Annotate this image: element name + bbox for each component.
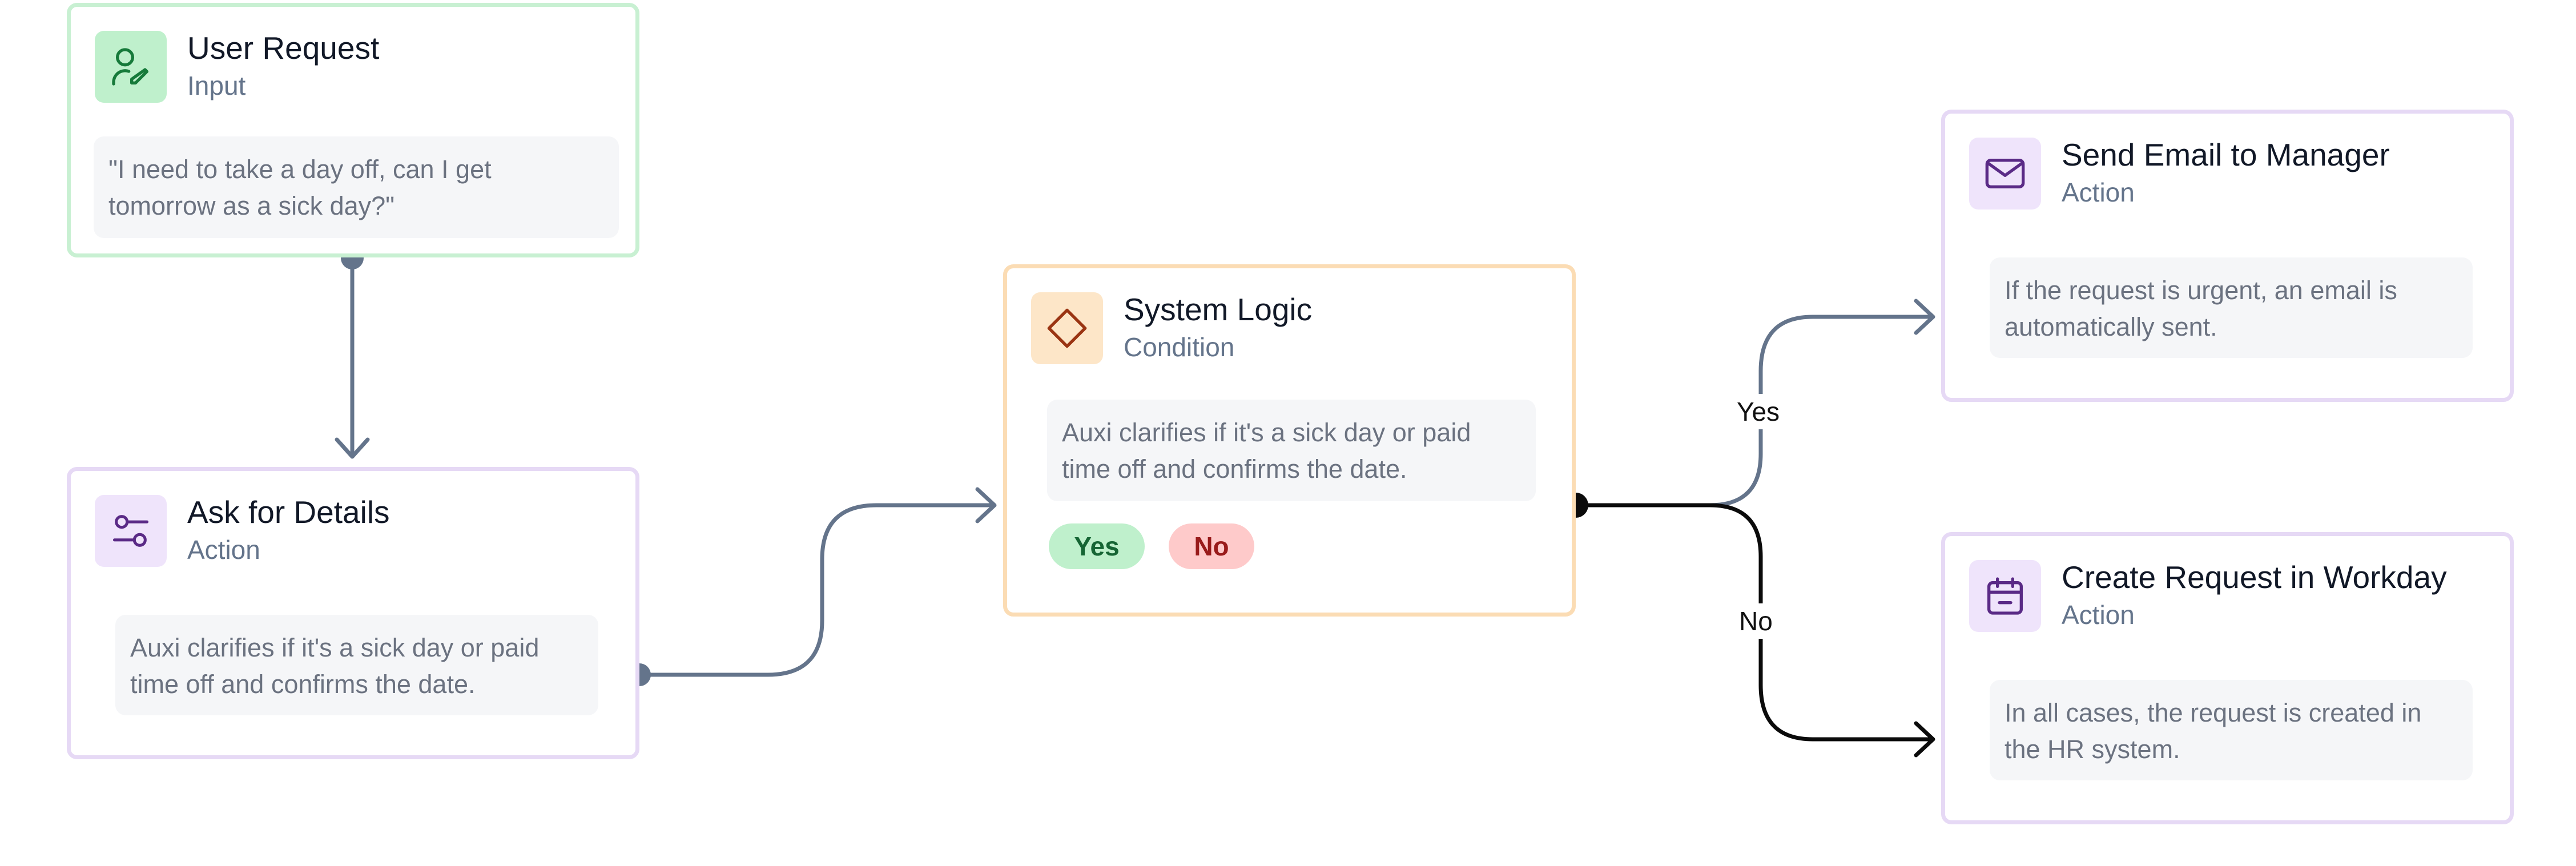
user-edit-icon — [95, 31, 167, 103]
node-description: Auxi clarifies if it's a sick day or pai… — [1047, 400, 1536, 501]
node-type: Input — [187, 71, 246, 100]
edge-label-no: No — [1733, 603, 1778, 639]
node-title: Ask for Details — [187, 494, 390, 530]
node-user-request[interactable]: User Request Input "I need to take a day… — [67, 3, 639, 257]
node-description: If the request is urgent, an email is au… — [1990, 257, 2473, 358]
node-type: Action — [2062, 600, 2135, 630]
arrowhead-logic-to-workday — [1914, 721, 1935, 758]
node-ask-for-details[interactable]: Ask for Details Action Auxi clarifies if… — [67, 467, 639, 759]
node-type: Action — [2062, 178, 2135, 207]
sliders-icon — [95, 495, 167, 567]
node-create-request[interactable]: Create Request in Workday Action In all … — [1941, 532, 2514, 824]
node-type: Action — [187, 535, 260, 565]
node-title: User Request — [187, 30, 380, 66]
edge-logic-to-email — [1709, 315, 1932, 507]
edge-label-yes: Yes — [1731, 394, 1786, 429]
mail-icon — [1969, 138, 2041, 210]
arrowhead-details-to-logic — [975, 487, 997, 523]
node-type: Condition — [1124, 332, 1235, 362]
calendar-icon — [1969, 560, 2041, 632]
node-description: "I need to take a day off, can I get tom… — [94, 136, 619, 238]
diamond-icon — [1031, 292, 1103, 364]
node-title: Create Request in Workday — [2062, 559, 2447, 595]
edge-details-to-logic — [639, 503, 993, 677]
no-badge: No — [1169, 523, 1254, 569]
arrowhead-request-to-details — [335, 437, 370, 459]
node-title: Send Email to Manager — [2062, 137, 2390, 172]
yes-badge: Yes — [1049, 523, 1145, 569]
node-send-email[interactable]: Send Email to Manager Action If the requ… — [1941, 110, 2514, 402]
node-description: Auxi clarifies if it's a sick day or pai… — [115, 615, 598, 715]
node-description: In all cases, the request is created in … — [1990, 680, 2473, 780]
node-title: System Logic — [1124, 292, 1313, 327]
arrowhead-logic-to-email — [1914, 299, 1935, 335]
node-system-logic[interactable]: System Logic Condition Auxi clarifies if… — [1003, 264, 1576, 617]
